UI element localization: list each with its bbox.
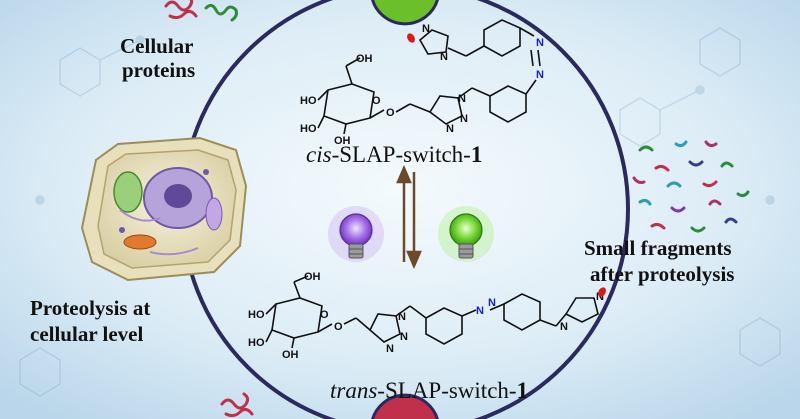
cell-illustration bbox=[80, 136, 248, 282]
trans-caption-number: 1 bbox=[516, 378, 529, 403]
equilibrium-arrows-icon bbox=[396, 164, 422, 270]
trans-link-o: O bbox=[334, 321, 343, 333]
cellular-proteins-label-line2: proteins bbox=[122, 58, 196, 82]
trans-caption: trans-SLAP-switch-1 bbox=[330, 378, 528, 404]
trans-caption-prefix: trans bbox=[330, 378, 378, 403]
cis-caption-number: 1 bbox=[470, 142, 483, 167]
protein-fragments-icon bbox=[632, 140, 750, 233]
trans-imidazole-n1: N bbox=[560, 321, 568, 333]
cellular-proteins-icon bbox=[164, 0, 238, 22]
cis-red-marker bbox=[407, 33, 415, 43]
trans-triazole-n2: N bbox=[400, 331, 408, 343]
trans-ho-1: HO bbox=[248, 309, 265, 321]
cis-imidazole-n1: N bbox=[440, 51, 448, 63]
cis-ho-1: HO bbox=[300, 95, 317, 107]
green-lightbulb-icon bbox=[438, 206, 494, 262]
proteolysis-label-line2: cellular level bbox=[30, 322, 144, 346]
cis-caption: cis-SLAP-switch-1 bbox=[306, 142, 482, 168]
bottom-proteins-icon bbox=[220, 392, 254, 418]
cis-triazole-n3: N bbox=[446, 123, 454, 135]
trans-caption-middle: -SLAP-switch- bbox=[377, 378, 517, 403]
bottom-node bbox=[371, 393, 439, 419]
trans-oh-1: OH bbox=[304, 271, 321, 283]
background-molecule-pattern bbox=[19, 27, 781, 397]
top-node bbox=[371, 0, 439, 26]
trans-oh-2: OH bbox=[282, 349, 299, 361]
cis-ho-2: HO bbox=[300, 123, 317, 135]
trans-imidazole-n2: N bbox=[596, 291, 604, 303]
trans-ring-o: O bbox=[320, 309, 329, 321]
cis-caption-prefix: cis bbox=[306, 142, 332, 167]
trans-triazole-n3: N bbox=[386, 343, 394, 355]
fragments-label-line2: after proteolysis bbox=[590, 262, 735, 286]
cis-azo-n1: N bbox=[536, 69, 544, 81]
violet-lightbulb-icon bbox=[328, 206, 384, 262]
cis-ring-o: O bbox=[372, 95, 381, 107]
cellular-proteins-label-line1: Cellular bbox=[120, 34, 194, 58]
cis-oh-1: OH bbox=[356, 53, 373, 65]
cis-caption-middle: -SLAP-switch- bbox=[331, 142, 471, 167]
trans-azo-n1: N bbox=[476, 305, 484, 317]
cis-triazole-n2: N bbox=[460, 113, 468, 125]
trans-red-marker bbox=[598, 287, 606, 297]
cis-imidazole-n2: N bbox=[422, 23, 430, 35]
trans-triazole-n1: N bbox=[398, 311, 406, 323]
fragments-label-line1: Small fragments bbox=[584, 236, 732, 260]
trans-azo-n2: N bbox=[488, 297, 496, 309]
trans-ho-2: HO bbox=[248, 337, 265, 349]
proteolysis-label-line1: Proteolysis at bbox=[30, 296, 151, 320]
cis-molecule bbox=[317, 19, 541, 135]
cis-azo-n2: N bbox=[536, 37, 544, 49]
cis-oh-2: OH bbox=[334, 135, 351, 147]
cis-triazole-n1: N bbox=[458, 93, 466, 105]
trans-molecule bbox=[265, 275, 599, 349]
cis-link-o: O bbox=[386, 107, 395, 119]
